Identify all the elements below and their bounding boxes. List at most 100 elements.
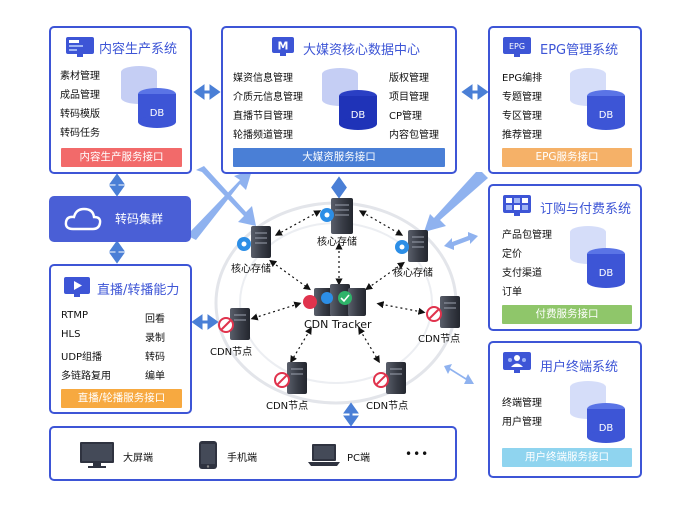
live-left-item-1: HLS [61,329,81,340]
payment-system-panel: 订购与付费系统 产品包管理 定价 支付渠道 订单 DB 付费服务接口 [488,184,642,331]
media-left-item-0: 媒资信息管理 [233,73,293,84]
media-right-item-3: 内容包管理 [389,130,439,141]
svg-text:M: M [278,40,289,53]
core-storage-label-top: 核心存储 [317,237,357,248]
db-label: DB [351,110,366,121]
user-item-1: 用户管理 [502,417,542,428]
laptop-icon [308,444,340,466]
media-center-title: 大媒资核心数据中心 [303,43,421,58]
epg-service-bar[interactable]: EPG服务接口 [502,148,632,167]
device-label-1: 手机端 [227,453,257,464]
db-label: DB [599,423,614,434]
epg-system-panel: EPG EPG管理系统 EPG编排 专题管理 专区管理 推荐管理 DB EPG服… [488,26,642,174]
blue-double-arrows [109,84,489,427]
database-icon: DB [121,66,176,128]
cdn-node-label-bottom-right: CDN节点 [366,401,409,412]
user-service-bar[interactable]: 用户终端服务接口 [502,448,632,467]
big-screen-icon [80,442,114,468]
epg-item-0: EPG编排 [502,73,543,84]
content-item-1: 成品管理 [60,90,100,101]
cdn-node-label-bottom-left: CDN节点 [266,401,309,412]
arrow-epg-to-core [424,172,488,232]
media-right-item-0: 版权管理 [389,73,429,84]
live-right-item-2: 转码 [145,352,165,363]
live-system-panel: 直播/转播能力 RTMP HLS UDP组播 多链路复用 回看 录制 转码 编单… [49,264,192,414]
cdn-node-label-right: CDN节点 [418,334,461,345]
server-cdn-left [218,308,250,340]
live-right-item-3: 编单 [145,371,165,382]
epg-item-3: 推荐管理 [502,130,542,141]
payment-service-bar[interactable]: 付费服务接口 [502,305,632,324]
server-core-right [395,230,428,262]
database-icon: DB [570,381,625,443]
payment-system-title: 订购与付费系统 [540,202,632,217]
server-cdn-bottom-right [373,362,406,394]
media-center-panel: M 大媒资核心数据中心 媒资信息管理 介质元信息管理 直播节目管理 轮播频道管理… [221,26,457,174]
media-left-item-2: 直播节目管理 [233,111,293,122]
payment-item-1: 定价 [502,249,522,260]
more-devices-ellipsis: ••• [405,447,430,461]
payment-item-0: 产品包管理 [502,230,552,241]
media-left-item-3: 轮播频道管理 [233,130,293,141]
transcode-cluster: 转码集群 [49,196,191,242]
payment-item-2: 支付渠道 [502,268,542,279]
live-right-item-0: 回看 [145,314,165,325]
user-item-0: 终端管理 [502,398,542,409]
db-label: DB [150,108,165,119]
live-left-item-2: UDP组播 [61,352,103,363]
live-right-item-1: 录制 [145,333,165,344]
device-label-0: 大屏端 [123,453,153,464]
database-icon: DB [570,68,625,130]
payment-item-3: 订单 [502,287,522,298]
content-item-2: 转码模版 [60,109,100,120]
live-tv-icon [64,277,90,297]
transcode-cluster-label: 转码集群 [115,212,164,226]
user-terminal-panel: 用户终端系统 终端管理 用户管理 DB 用户终端服务接口 [488,341,642,478]
server-cdn-right [426,296,460,328]
content-service-bar[interactable]: 内容生产服务接口 [61,148,182,167]
arrow-live-to-media [188,170,252,240]
media-service-bar[interactable]: 大媒资服务接口 [233,148,445,167]
users-icon [503,352,531,373]
live-service-bar[interactable]: 直播/轮播服务接口 [61,389,182,408]
live-system-title: 直播/转播能力 [97,283,180,298]
database-icon: DB [322,68,377,130]
media-right-item-1: 项目管理 [389,92,429,103]
media-logo-icon: M [272,37,294,56]
content-item-0: 素材管理 [60,71,100,82]
monitor-icon [66,37,94,57]
db-label: DB [599,110,614,121]
content-system-panel: 内容生产系统 素材管理 成品管理 转码模版 转码任务 DB 内容生产服务接口 [49,26,192,174]
arrow-payment-core [444,232,478,250]
content-item-3: 转码任务 [60,128,100,139]
media-left-item-1: 介质元信息管理 [233,92,303,103]
cloud-icon [64,207,102,231]
device-label-2: PC端 [347,453,371,464]
big-arrows [188,166,488,384]
server-cdn-bottom-left [274,362,307,394]
payment-screen-icon [503,195,531,216]
cdn-node-label-left: CDN节点 [210,347,253,358]
epg-system-title: EPG管理系统 [540,43,619,58]
arrow-user-cdn [444,364,474,384]
cdn-tracker-label: CDN Tracker [304,318,372,331]
server-core-top [320,198,353,234]
live-left-item-0: RTMP [61,310,88,321]
core-storage-label-left: 核心存储 [231,264,271,275]
db-label: DB [599,268,614,279]
dotted-links [250,210,426,364]
devices-panel: 大屏端 手机端 PC端 ••• [49,426,457,481]
media-right-item-2: CP管理 [389,111,423,122]
core-storage-label-right: 核心存储 [393,268,433,279]
server-cdn-tracker [303,284,366,316]
server-core-left [237,226,271,258]
database-icon: DB [570,226,625,288]
svg-text:EPG: EPG [509,42,525,51]
live-left-item-3: 多链路复用 [61,371,111,382]
epg-screen-icon: EPG [503,37,531,57]
mobile-phone-icon [199,441,217,469]
epg-item-1: 专题管理 [502,92,542,103]
user-terminal-title: 用户终端系统 [540,360,619,375]
epg-item-2: 专区管理 [502,111,542,122]
content-system-title: 内容生产系统 [99,42,178,57]
